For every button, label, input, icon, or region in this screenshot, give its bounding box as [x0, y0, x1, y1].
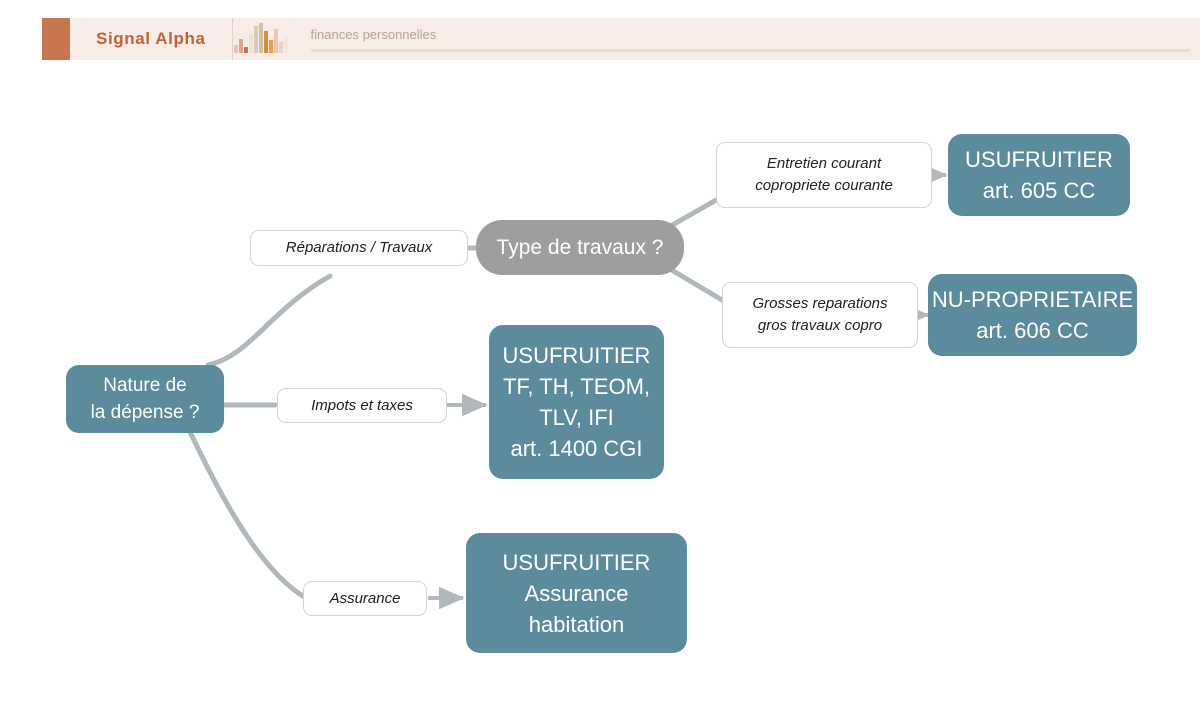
bar-chart-icon-bar-5 — [258, 23, 263, 53]
app-header: Signal Alpha finances personnelles — [42, 18, 1200, 60]
bar-chart-icon-bar-2 — [243, 47, 248, 53]
node-usufruitier-605[interactable]: USUFRUITIER art. 605 CC — [948, 134, 1130, 216]
node-text-line: USUFRUITIER — [965, 147, 1113, 172]
node-type-de-travaux[interactable]: Type de travaux ? — [476, 220, 684, 275]
decision-tree-diagram: Nature de la dépense ? Réparations / Tra… — [0, 60, 1200, 721]
brand-title: Signal Alpha — [96, 29, 206, 48]
node-text-line: art. 1400 CGI — [510, 436, 643, 461]
node-text-line: habitation — [528, 611, 625, 637]
edge-label-entretien-courant[interactable]: Entretien courant copropriete courante — [716, 142, 932, 208]
node-usufruitier-assurance[interactable]: USUFRUITIER Assurance habitation — [466, 533, 687, 653]
edge-label-impots-et-taxes[interactable]: Impots et taxes — [277, 388, 447, 423]
node-text-line: NU-PROPRIETAIRE — [931, 287, 1134, 312]
bar-chart-icon-bar-6 — [263, 31, 268, 53]
node-nu-proprietaire-606[interactable]: NU-PROPRIETAIRE art. 606 CC — [928, 274, 1137, 356]
node-text-line: TLV, IFI — [539, 405, 614, 430]
brand-area[interactable]: Signal Alpha — [70, 18, 233, 60]
node-text-line: la dépense ? — [90, 402, 200, 423]
edge-root-to-assurance — [187, 429, 309, 601]
edge-label-text: Assurance — [329, 589, 401, 607]
node-text-line: Nature de — [103, 375, 187, 396]
bar-chart-icon-bar-8 — [273, 29, 278, 53]
edge-label-text: copropriete courante — [755, 177, 893, 194]
edge-label-text: Entretien courant — [766, 155, 882, 172]
bar-chart-icon-bar-10 — [283, 37, 288, 53]
bar-chart-icon-bar-9 — [278, 42, 283, 53]
node-text-line: TF, TH, TEOM, — [502, 374, 651, 399]
edge-label-reparations-travaux[interactable]: Réparations / Travaux — [250, 230, 468, 266]
edge-label-assurance[interactable]: Assurance — [303, 581, 427, 616]
edge-label-text: Grosses reparations — [752, 295, 888, 312]
header-accent-block — [42, 18, 70, 60]
node-usufruitier-impots[interactable]: USUFRUITIER TF, TH, TEOM, TLV, IFI art. … — [489, 325, 664, 479]
bar-chart-icon-bar-0 — [233, 45, 238, 53]
bar-chart-icon-bars — [233, 23, 288, 53]
bar-chart-icon-bar-7 — [268, 40, 273, 53]
bar-chart-icon-bar-3 — [248, 34, 253, 53]
header-subtitle: finances personnelles — [310, 26, 437, 42]
node-text-line: art. 606 CC — [976, 318, 1089, 343]
node-text-line: art. 605 CC — [982, 178, 1096, 203]
node-nature-de-la-depense[interactable]: Nature de la dépense ? — [66, 365, 224, 433]
edge-label-text: Impots et taxes — [311, 396, 413, 414]
edge-label-grosses-reparations[interactable]: Grosses reparations gros travaux copro — [722, 282, 918, 348]
bar-chart-icon — [233, 18, 289, 60]
header-underline-rule — [310, 48, 1190, 52]
node-text-line: Type de travaux ? — [496, 235, 664, 259]
node-text-line: USUFRUITIER — [502, 549, 651, 575]
subtitle-area: finances personnelles — [289, 18, 1200, 60]
edge-label-text: Réparations / Travaux — [285, 239, 433, 256]
edge-root-to-reparations — [205, 273, 333, 368]
edge-label-text: gros travaux copro — [757, 317, 883, 334]
bar-chart-icon-bar-4 — [253, 26, 258, 53]
bar-chart-icon-bar-1 — [238, 39, 243, 53]
node-text-line: Assurance — [524, 580, 629, 606]
node-text-line: USUFRUITIER — [502, 343, 651, 368]
